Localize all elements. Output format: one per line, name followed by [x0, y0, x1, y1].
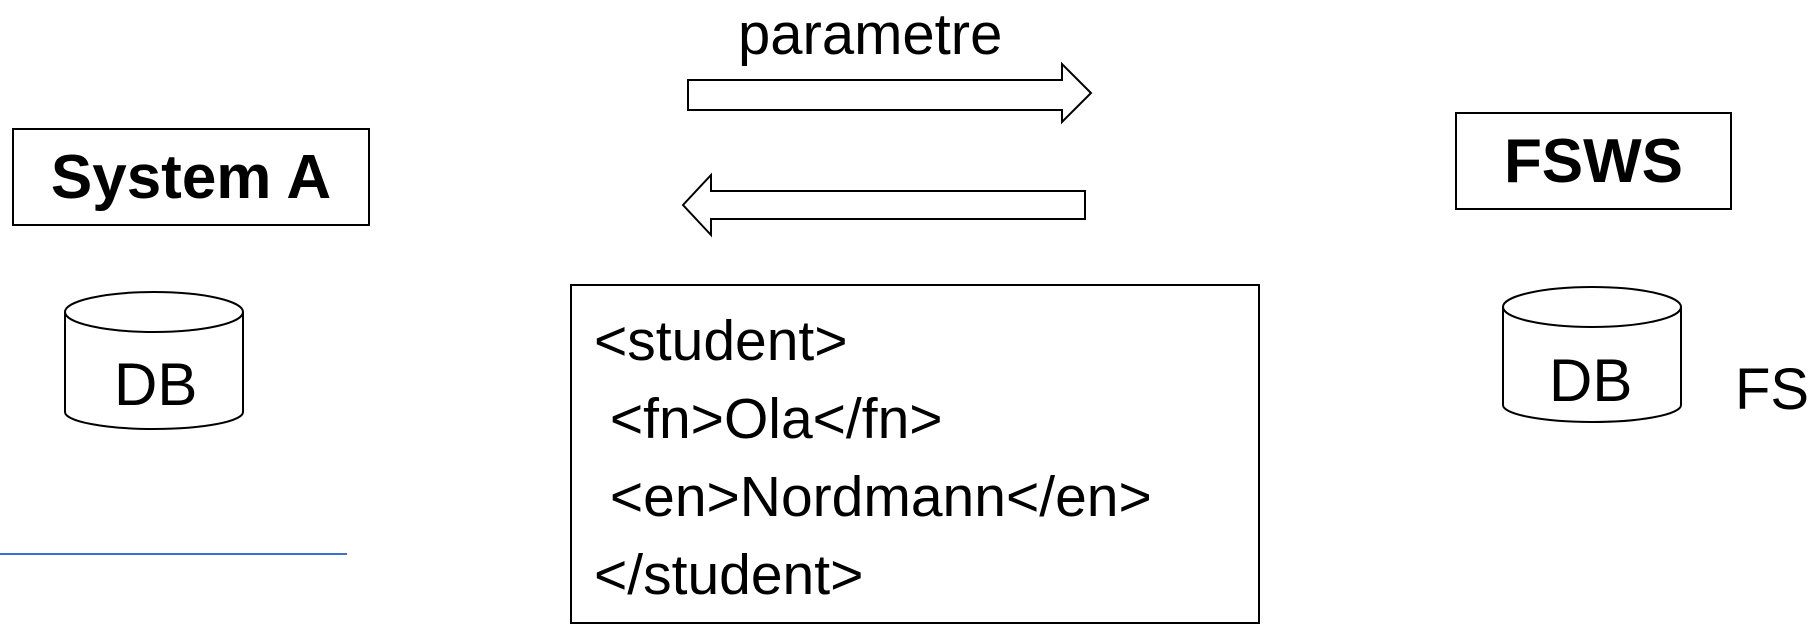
db-right-label: DB — [1549, 347, 1633, 414]
xml-line: <student> — [594, 309, 848, 373]
db-right-cylinder — [1502, 286, 1682, 423]
xml-line: <en>Nordmann</en> — [594, 465, 1152, 529]
fsws-box: FSWS — [1455, 112, 1732, 210]
xml-line: </student> — [594, 543, 864, 607]
diagram-shapes — [64, 61, 1682, 430]
request-label: parametre — [738, 2, 1003, 67]
xml-payload-box: <student> <fn>Ola</fn> <en>Nordmann</en>… — [570, 284, 1260, 624]
response-arrow — [681, 172, 1086, 238]
db-left-label: DB — [114, 351, 198, 418]
system-a-box: System A — [12, 128, 370, 226]
request-arrow — [687, 61, 1093, 125]
db-left-cylinder — [64, 291, 244, 430]
xml-line: <fn>Ola</fn> — [594, 387, 943, 451]
fs-label: FS — [1735, 357, 1810, 422]
system-a-label: System A — [50, 142, 332, 212]
divider-line — [0, 553, 347, 555]
fsws-label: FSWS — [1503, 126, 1684, 196]
